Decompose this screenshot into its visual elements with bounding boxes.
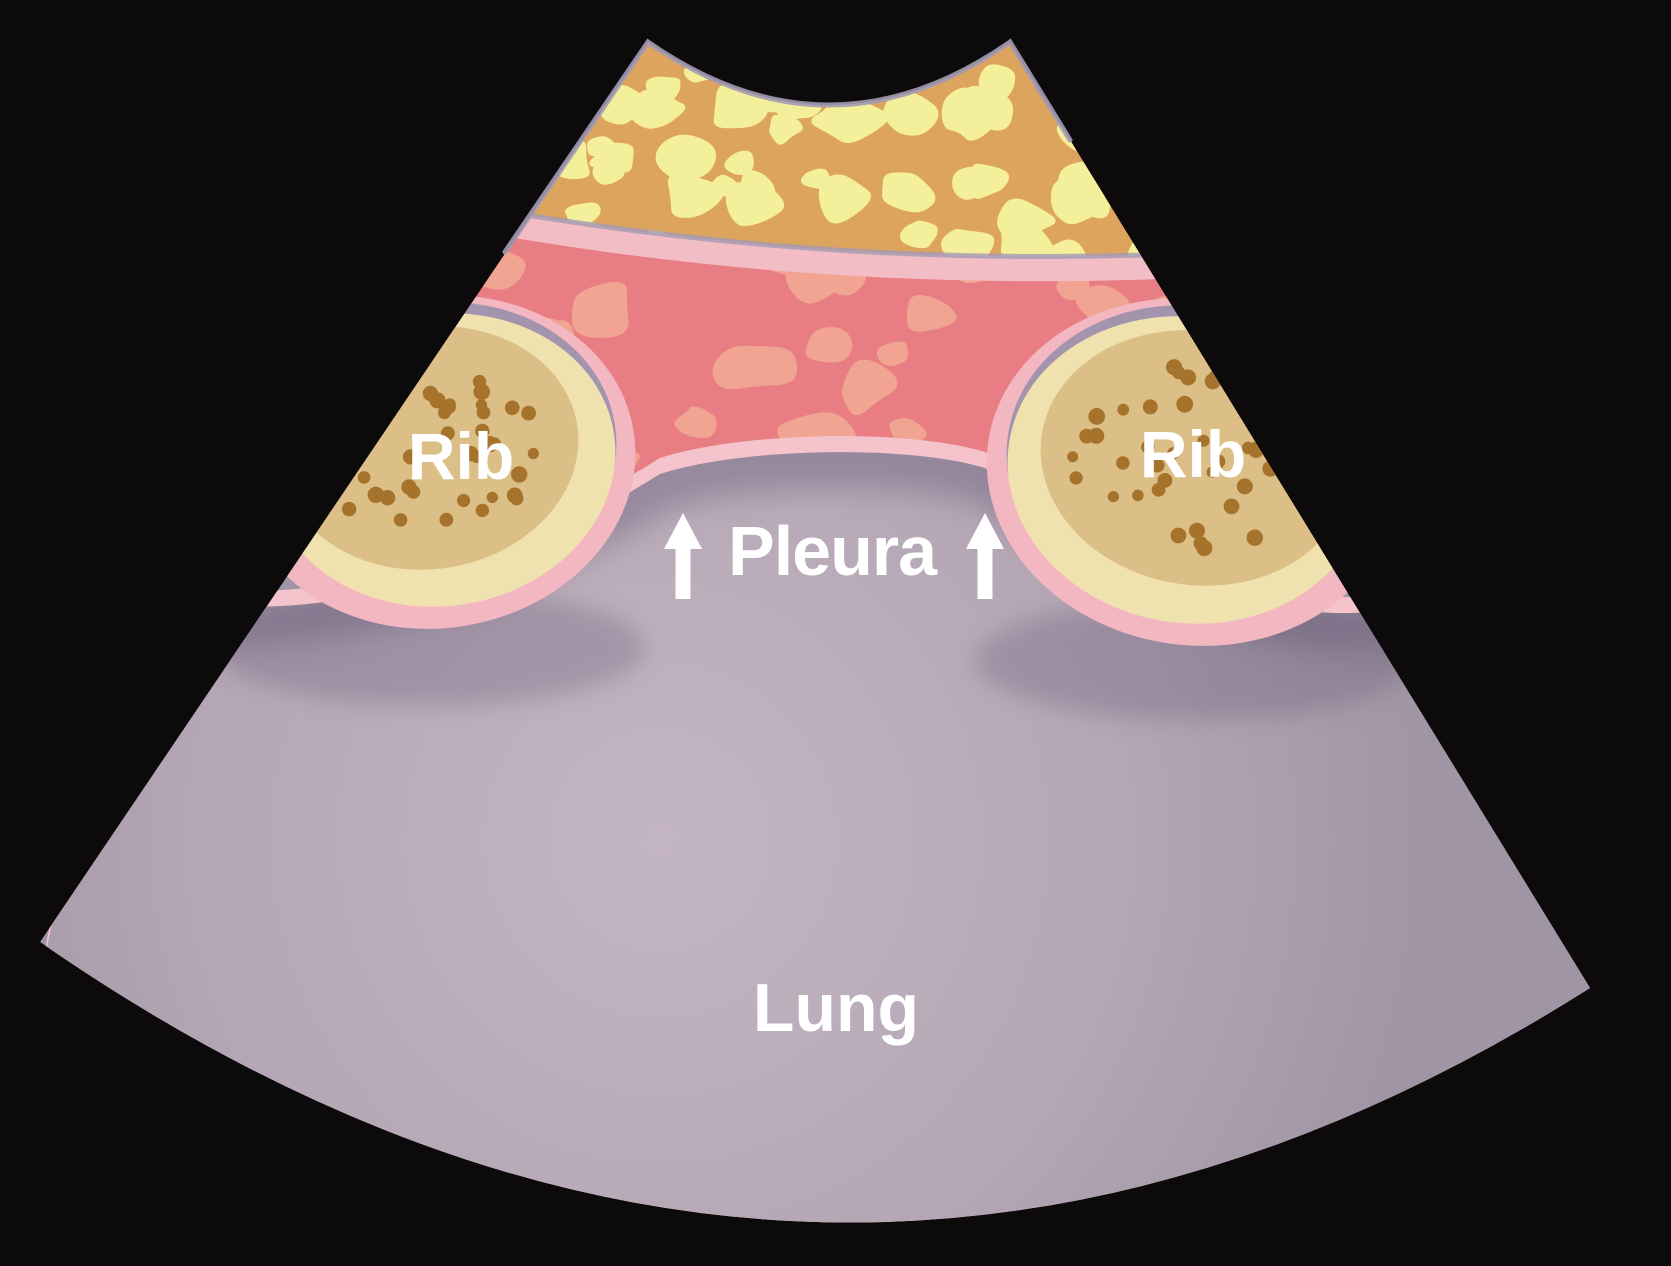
up-arrow-icon-left [664,513,702,599]
up-arrow-icon-right [966,513,1004,599]
fat-bottom-edge-line [463,201,1219,260]
rib-right-label: Rib [1140,417,1246,491]
fascia-layer [458,202,1226,282]
pleura-annotation [664,513,1004,599]
rib-left-label: Rib [408,419,514,493]
lung-label: Lung [753,970,919,1046]
fan-edge-highlight [502,38,1073,255]
pleura-label: Pleura [728,512,938,590]
